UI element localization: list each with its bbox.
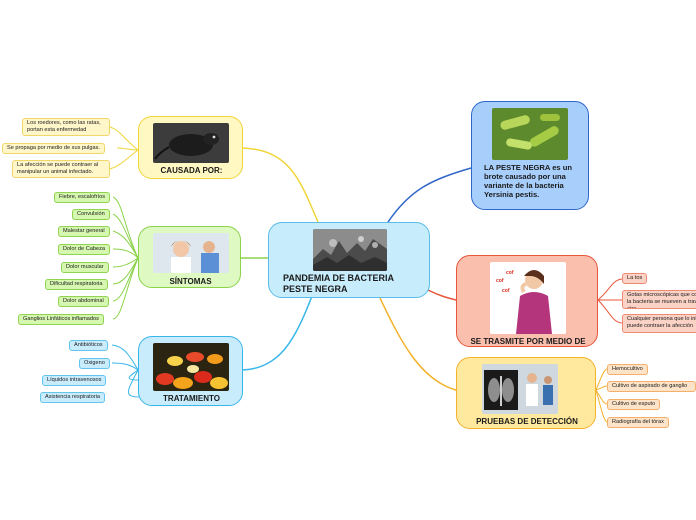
xray-image <box>482 364 558 414</box>
branch-sintomas[interactable]: SÍNTOMAS <box>138 226 241 288</box>
pills-image <box>153 343 229 391</box>
connector-transmite <box>427 289 457 301</box>
sintomas-item-7[interactable]: Dolor abdominal <box>58 296 109 307</box>
branch-causada[interactable]: CAUSADA POR: <box>138 116 243 179</box>
sintomas-item-2[interactable]: Convulsión <box>72 209 110 220</box>
sintomas-title: SÍNTOMAS <box>169 277 212 286</box>
connector-bacteria <box>387 167 472 223</box>
pruebas-item-2[interactable]: Cultivo de aspirado de ganglio <box>607 381 696 392</box>
central-title: PANDEMIA DE BACTERIA PESTE NEGRA <box>283 273 394 294</box>
pruebas-item-4[interactable]: Radiografía del tórax <box>607 417 669 428</box>
rat-image <box>153 123 229 163</box>
causada-item-1[interactable]: Los roedores, como las ratas, portan est… <box>22 118 110 136</box>
pruebas-item-1[interactable]: Hemocultivo <box>607 364 648 375</box>
svg-text:cof: cof <box>496 278 504 284</box>
central-topic[interactable]: PANDEMIA DE BACTERIA PESTE NEGRA <box>268 222 430 298</box>
connector-tratamiento <box>242 295 313 371</box>
sintomas-item-1[interactable]: Fiebre, escalofríos <box>54 192 111 203</box>
pruebas-title: PRUEBAS DE DETECCIÓN <box>476 417 578 426</box>
sintomas-item-5[interactable]: Dolor muscular <box>61 262 109 273</box>
sintomas-item-8[interactable]: Ganglios Linfáticos inflamados <box>18 314 104 325</box>
branch-tratamiento[interactable]: TRATAMIENTO <box>138 336 243 406</box>
tratamiento-item-4[interactable]: Asistencia respiratoria <box>40 392 106 403</box>
sintomas-item-6[interactable]: Dificultad respiratoria <box>45 279 108 290</box>
svg-text:cof: cof <box>502 288 510 294</box>
sintomas-item-3[interactable]: Malestar general <box>58 226 110 237</box>
bacteria-image <box>492 108 568 160</box>
transmite-item-3[interactable]: Cualquier persona que lo inhale puede co… <box>622 314 696 333</box>
connector-pruebas <box>379 297 457 391</box>
historical-plague-scene-image <box>313 229 387 271</box>
tratamiento-item-2[interactable]: Oxigeno <box>79 358 110 369</box>
coughing-woman-image: cof cof cof <box>490 262 566 334</box>
causada-item-2[interactable]: Se propaga por medio de sus pulgas. <box>2 143 105 154</box>
tratamiento-item-1[interactable]: Antibióticos <box>69 340 108 351</box>
bacteria-title: LA PESTE NEGRA es un brote causado por u… <box>484 163 573 199</box>
branch-transmite[interactable]: cof cof cof SE TRASMITE POR MEDIO DE <box>456 255 598 347</box>
pruebas-item-3[interactable]: Cultivo de esputo <box>607 399 661 410</box>
svg-text:cof: cof <box>506 270 514 276</box>
causada-title: CAUSADA POR: <box>160 166 223 175</box>
transmite-item-2[interactable]: Gotas microscópicas que contienen la bac… <box>622 290 696 309</box>
connector-causada <box>242 147 319 223</box>
tratamiento-title: TRATAMIENTO <box>163 394 220 403</box>
sick-patient-image <box>153 233 229 273</box>
transmite-item-1[interactable]: La tos <box>622 273 648 284</box>
transmite-title: SE TRASMITE POR MEDIO DE <box>470 337 586 346</box>
tratamiento-item-3[interactable]: Líquidos intravenosos <box>42 375 107 386</box>
branch-bacteria[interactable]: LA PESTE NEGRA es un brote causado por u… <box>471 101 589 210</box>
sintomas-item-4[interactable]: Dolor de Cabeza <box>58 244 110 255</box>
causada-item-3[interactable]: La afección se puede contraer al manipul… <box>12 160 110 178</box>
branch-pruebas[interactable]: PRUEBAS DE DETECCIÓN <box>456 357 596 429</box>
